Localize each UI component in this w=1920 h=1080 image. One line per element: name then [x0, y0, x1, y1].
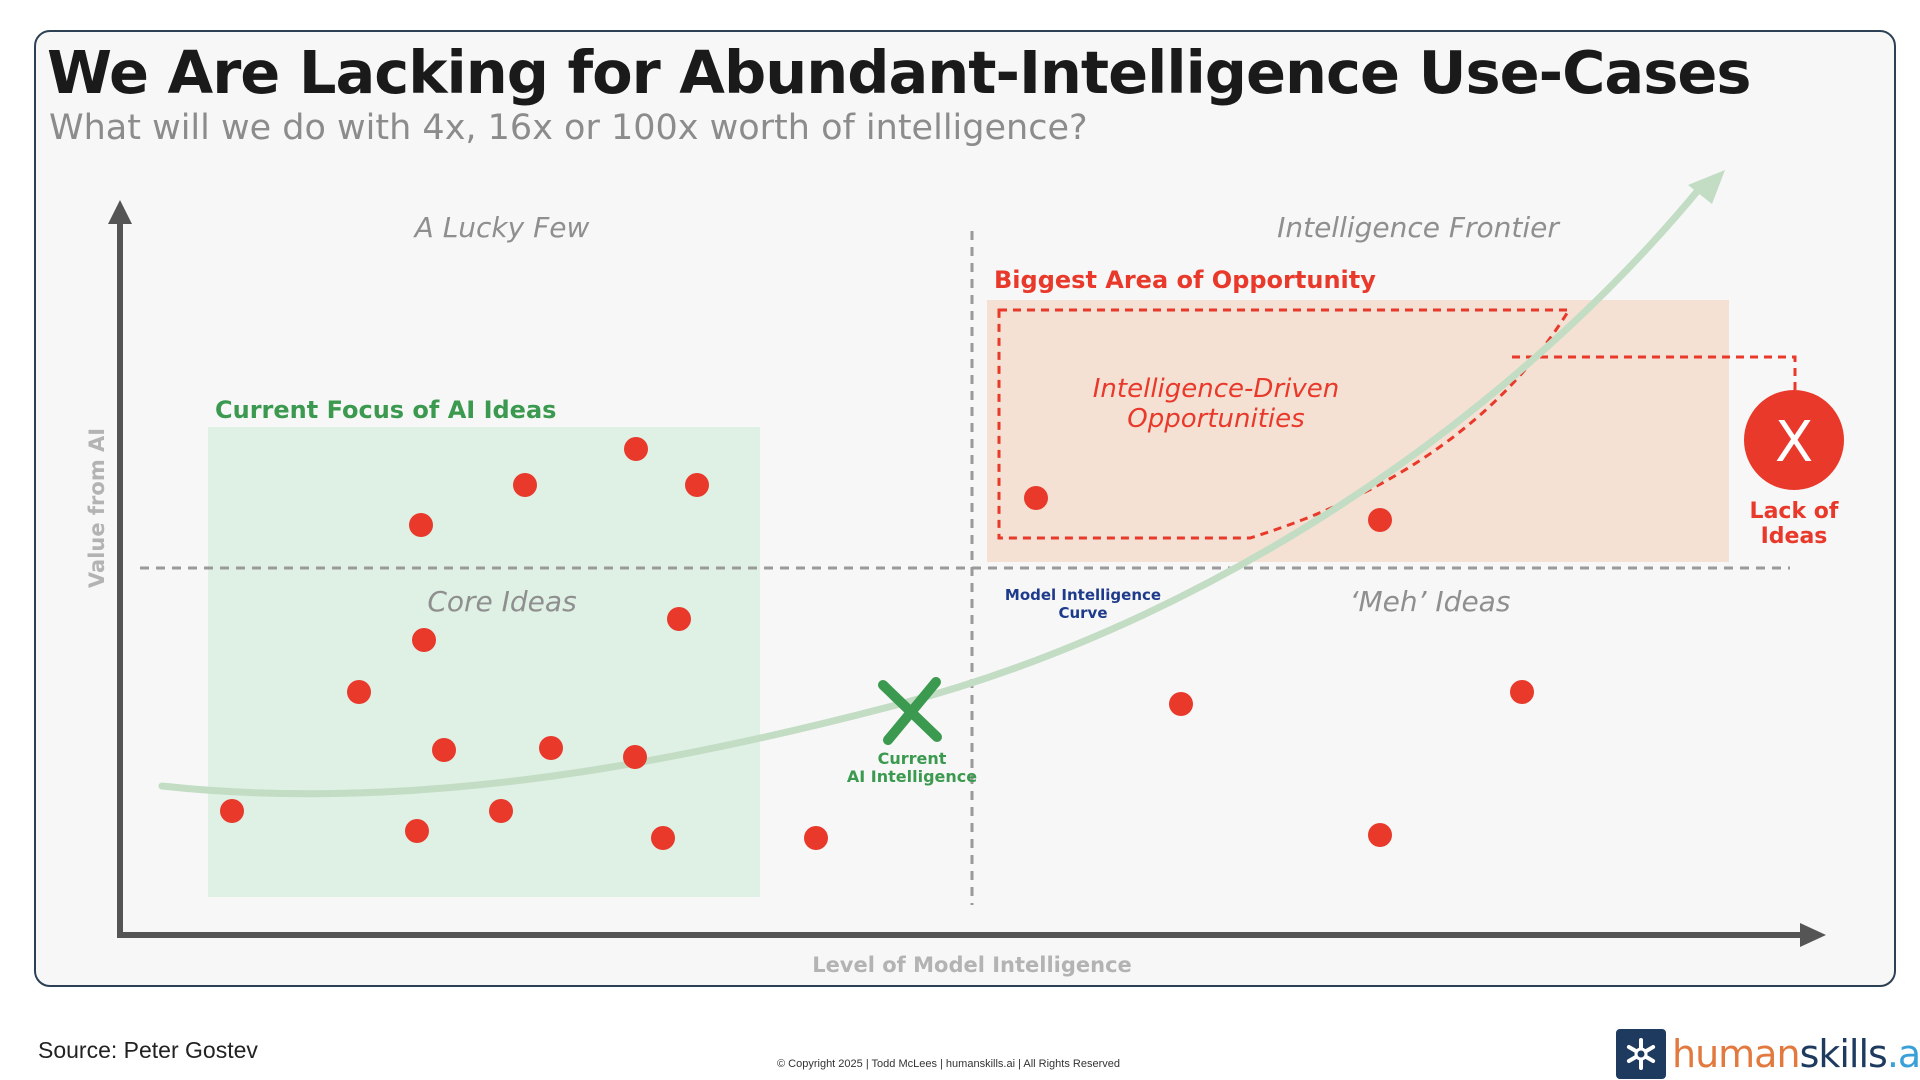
x-axis-label: Level of Model Intelligence — [812, 953, 1132, 977]
current-focus-region — [208, 427, 760, 897]
copyright-notice: © Copyright 2025 | Todd McLees | humansk… — [777, 1058, 1120, 1070]
opportunity-outline — [997, 308, 1572, 540]
quadrant-label-bottom-right: ‘Meh’ Ideas — [1350, 585, 1511, 618]
lack-of-ideas-circle — [1744, 390, 1844, 490]
idea-dots — [220, 437, 1534, 850]
idea-dot — [409, 513, 433, 537]
page-subtitle: What will we do with 4x, 16x or 100x wor… — [49, 108, 1088, 148]
idea-dot — [432, 738, 456, 762]
humanskills-logo: humanskills.ai — [1616, 1029, 1920, 1079]
idea-dot — [624, 437, 648, 461]
quadrant-label-top-right: Intelligence Frontier — [1277, 211, 1560, 244]
idea-dot — [220, 799, 244, 823]
idea-dot — [412, 628, 436, 652]
logo-part-ai: .ai — [1886, 1032, 1920, 1076]
idea-dot — [513, 473, 537, 497]
opportunity-region — [987, 300, 1729, 562]
source-credit: Source: Peter Gostev — [38, 1037, 258, 1063]
idea-dot — [667, 607, 691, 631]
lack-of-ideas-x: X — [1775, 410, 1813, 475]
logo-wordmark: humanskills.ai — [1672, 1032, 1920, 1076]
quadrant-label-bottom-left: Core Ideas — [427, 585, 576, 618]
current-ai-label-line1: Current — [878, 749, 947, 768]
asterisk-logo-icon — [1616, 1029, 1666, 1079]
idea-dot — [489, 799, 513, 823]
idea-dot — [539, 736, 563, 760]
idea-dot — [651, 826, 675, 850]
x-axis-arrow — [1800, 923, 1826, 947]
lack-of-ideas-label-line1: Lack of — [1750, 499, 1839, 524]
idea-dot — [1169, 692, 1193, 716]
idea-dot — [1024, 486, 1048, 510]
idea-dot — [1510, 680, 1534, 704]
current-ai-cross-icon — [878, 677, 942, 745]
idea-dot — [1368, 508, 1392, 532]
quadrant-label-top-left: A Lucky Few — [413, 211, 590, 244]
logo-part-skills: skills — [1799, 1032, 1888, 1076]
current-focus-label: Current Focus of AI Ideas — [215, 396, 556, 424]
idea-dot — [623, 745, 647, 769]
curve-arrow-head — [1688, 170, 1725, 204]
idea-dot — [347, 680, 371, 704]
idea-dot — [804, 826, 828, 850]
lack-of-ideas-label-line2: Ideas — [1761, 524, 1828, 549]
biggest-area-label: Biggest Area of Opportunity — [994, 266, 1376, 294]
page-title: We Are Lacking for Abundant-Intelligence… — [47, 38, 1751, 107]
logo-part-human: human — [1672, 1032, 1801, 1076]
idea-dot — [1368, 823, 1392, 847]
intelligence-driven-label-line1: Intelligence-Driven — [1093, 374, 1339, 404]
curve-label-line2: Curve — [1058, 604, 1107, 622]
y-axis-arrow — [108, 200, 132, 224]
curve-label-line1: Model Intelligence — [1005, 586, 1161, 604]
idea-dot — [405, 819, 429, 843]
y-axis-label: Value from AI — [85, 428, 109, 588]
lack-connector — [1512, 355, 1797, 392]
idea-dot — [685, 473, 709, 497]
intelligence-driven-label-line2: Opportunities — [1127, 404, 1304, 434]
current-ai-label-line2: AI Intelligence — [847, 767, 977, 786]
